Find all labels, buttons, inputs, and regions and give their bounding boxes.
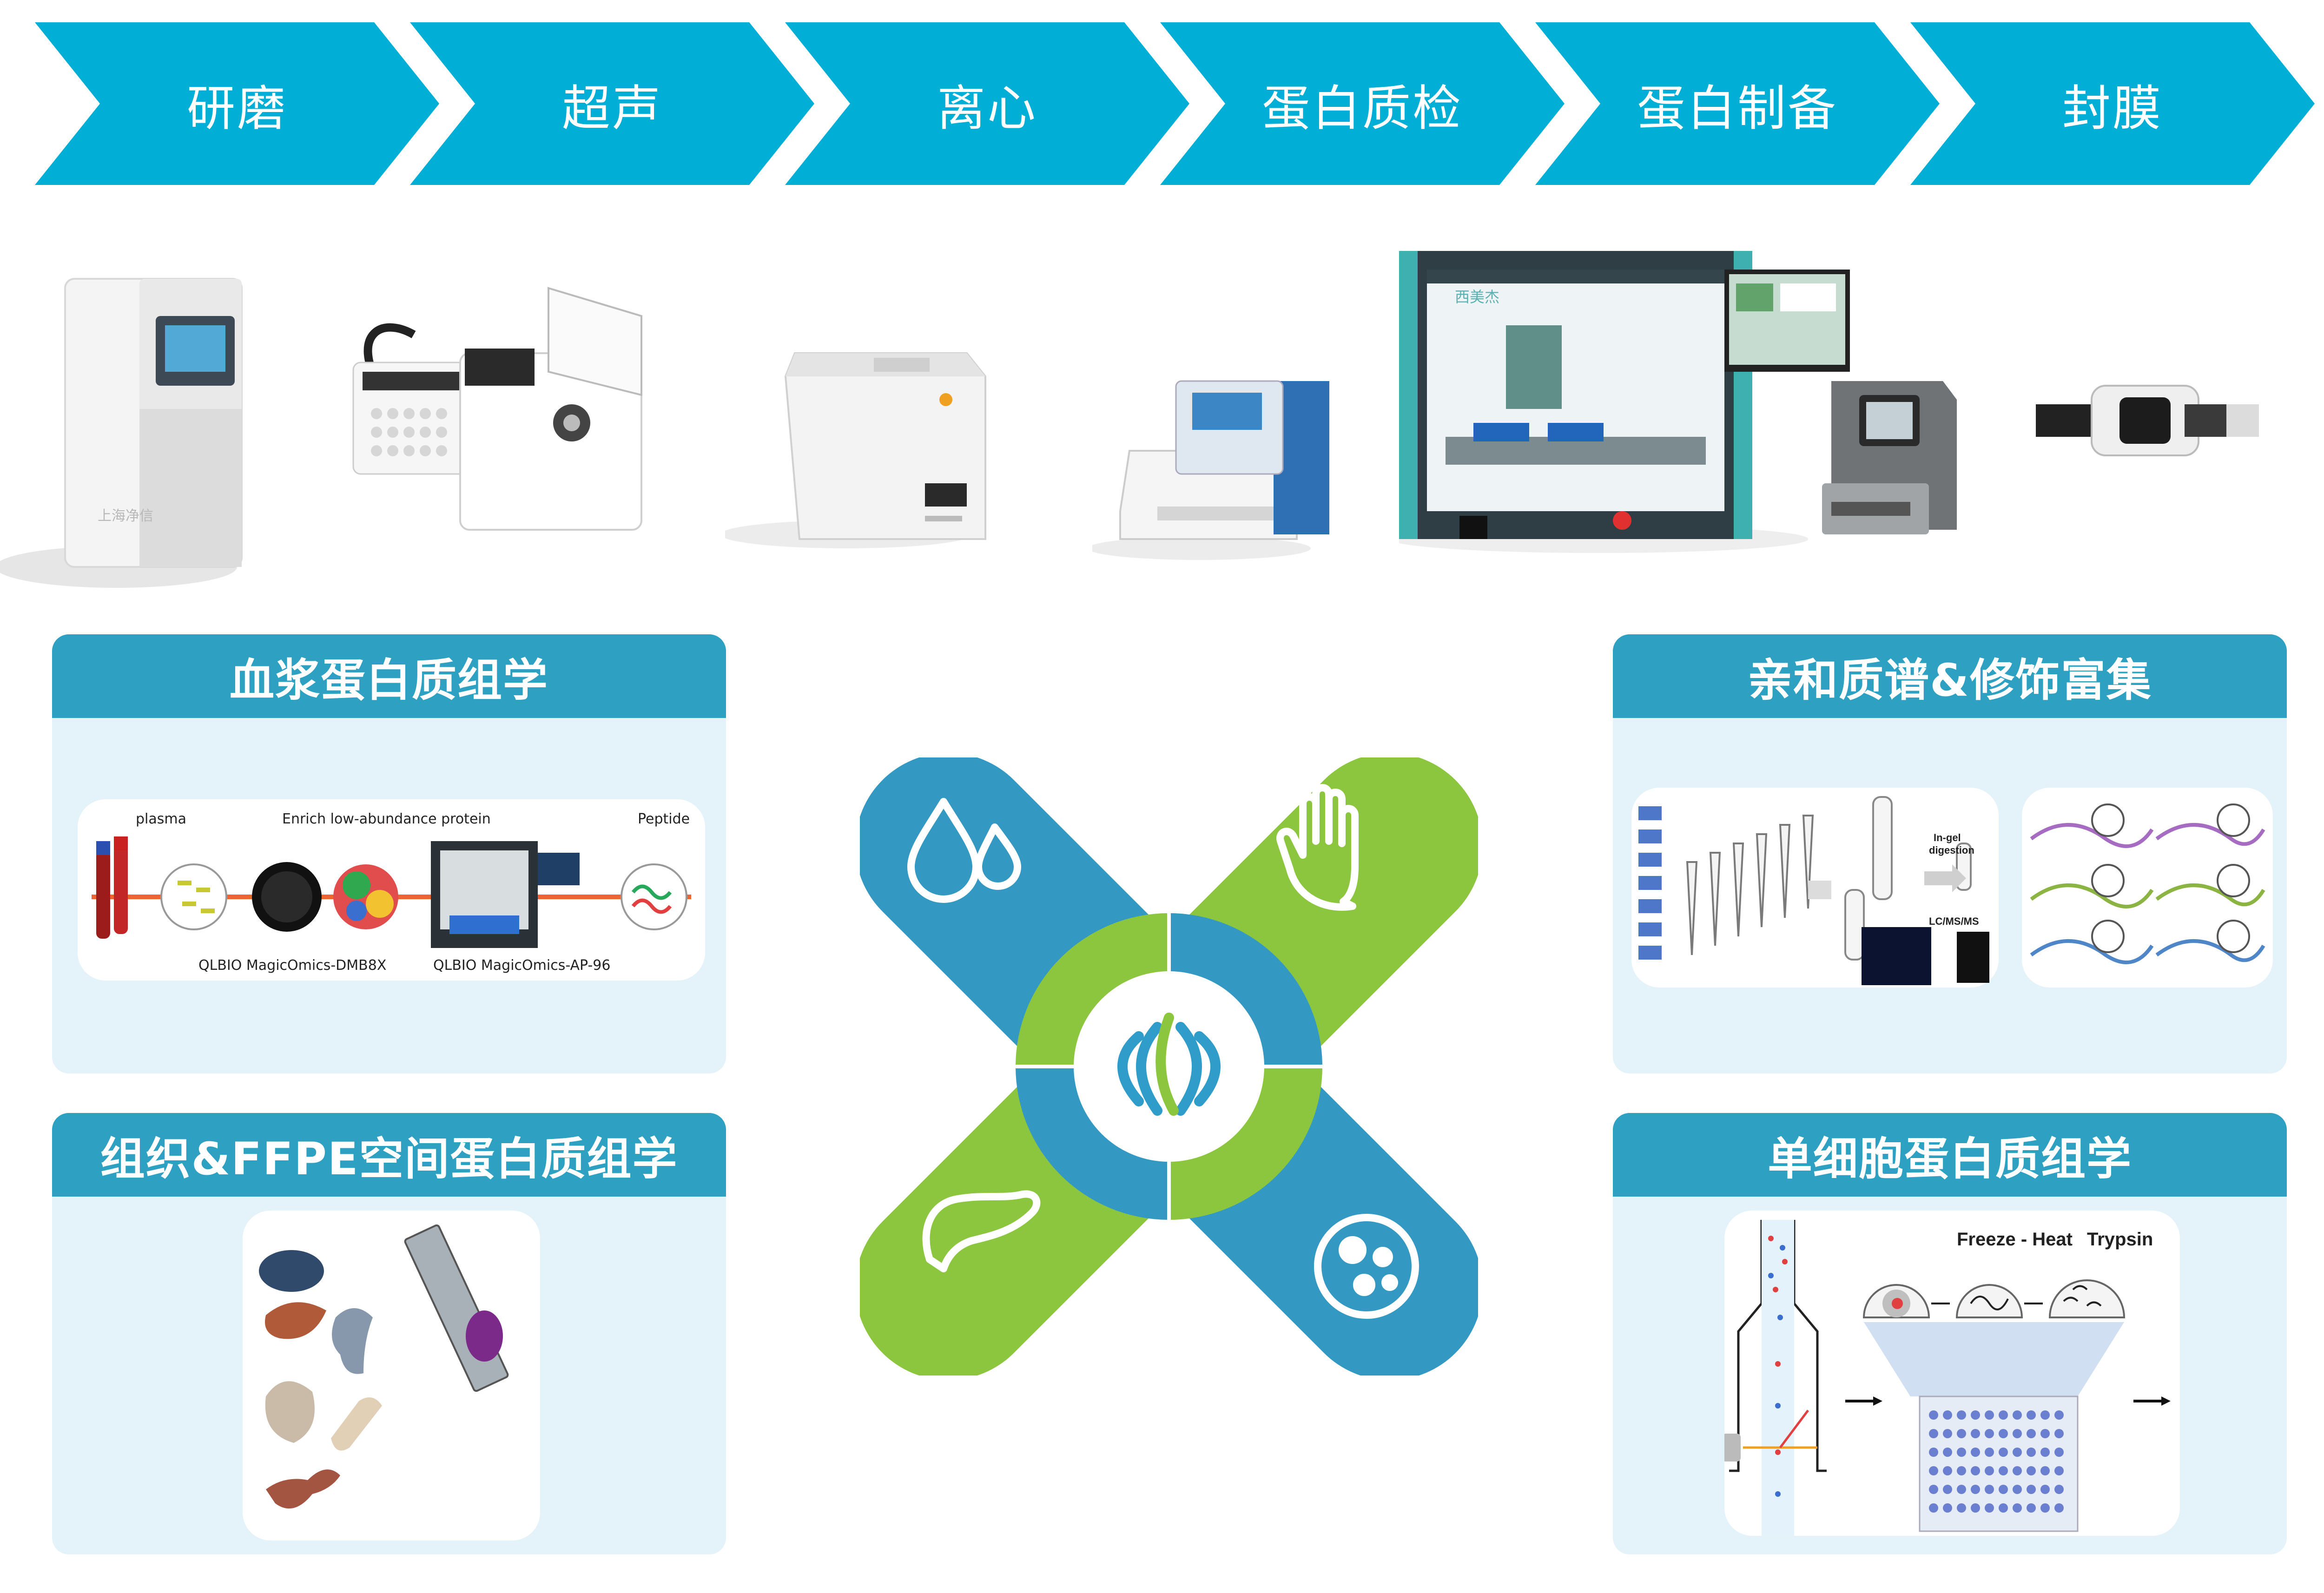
- liver-icon: [922, 1190, 1041, 1272]
- logo-icon: [1117, 1013, 1221, 1116]
- ultrasound-instrument-image: [325, 279, 660, 541]
- bone-icon: [332, 1308, 373, 1374]
- step-label: 离心: [937, 79, 1037, 137]
- step-label: 蛋白制备: [1637, 79, 1838, 137]
- peptide-label: Peptide: [638, 811, 690, 827]
- grinder-instrument-image: 上海净信: [0, 270, 270, 597]
- tissue-ffpe-card: 组织&FFPE空间蛋白质组学: [52, 1113, 726, 1554]
- in-gel-label: In-gel: [1934, 832, 1961, 843]
- enrich-label: Enrich low-abundance protein: [282, 811, 491, 827]
- modification-graphic: [2030, 803, 2265, 964]
- drops-icon: [907, 798, 1021, 903]
- hand-icon: [1276, 784, 1359, 911]
- workflow-step-ultrasound: 超声: [410, 22, 814, 185]
- brain-icon: [259, 1250, 324, 1292]
- plasma-label: plasma: [136, 811, 186, 827]
- centrifuge-instrument-image: [720, 335, 1004, 560]
- digestion-label: digestion: [1929, 844, 1974, 856]
- card-title: 血浆蛋白质组学: [52, 634, 726, 718]
- cell-icon: [266, 1469, 340, 1509]
- lcms-label: LC/MS/MS: [1929, 915, 1979, 927]
- svg-text:上海净信: 上海净信: [98, 508, 153, 524]
- dmb-instrument-label: QLBIO MagicOmics-DMB8X: [198, 957, 387, 974]
- muscle-icon: [331, 1397, 382, 1451]
- slide-icon: [404, 1224, 509, 1392]
- tissue-graphic: [259, 1224, 509, 1509]
- affinity-workflow-graphic: [1638, 796, 1989, 985]
- step-label: 蛋白质检: [1261, 79, 1463, 137]
- plasma-workflow-panel: plasma Enrich low-abundance protein Pept…: [78, 799, 705, 981]
- center-x-graphic: [855, 753, 1483, 1380]
- workflow-step-grinding: 研磨: [35, 22, 439, 185]
- card-title: 单细胞蛋白质组学: [1613, 1113, 2287, 1197]
- modification-panel: [2022, 788, 2273, 987]
- workflow-step-protein-prep: 蛋白制备: [1535, 22, 1940, 185]
- small-instrument-image: [1803, 362, 1971, 560]
- single-cell-card: 单细胞蛋白质组学: [1613, 1113, 2287, 1554]
- svg-text:西美杰: 西美杰: [1455, 288, 1499, 306]
- plasma-proteomics-card: 血浆蛋白质组学 plasma Enrich low-abundance prot…: [52, 634, 726, 1073]
- single-cell-panel: Freeze - Heat Trypsin: [1724, 1211, 2180, 1536]
- freeze-heat-label: Freeze - Heat: [1957, 1229, 2073, 1250]
- liver-icon: [265, 1302, 326, 1339]
- card-title: 亲和质谱&修饰富集: [1613, 634, 2287, 718]
- sealing-film-image: [2022, 372, 2273, 476]
- trypsin-label: Trypsin: [2087, 1229, 2153, 1250]
- plate-reader-instrument-image: [1088, 372, 1334, 569]
- workflow-step-centrifuge: 离心: [785, 22, 1189, 185]
- step-label: 超声: [561, 79, 662, 137]
- plasma-workflow-graphic: [92, 836, 691, 948]
- single-cell-graphic: [1724, 1220, 2171, 1536]
- cells-icon: [1314, 1214, 1419, 1319]
- heart-icon: [265, 1381, 315, 1443]
- affinity-ms-card: 亲和质谱&修饰富集 In-gel digestion LC/MS/MS: [1613, 634, 2287, 1073]
- step-label: 封膜: [2062, 79, 2163, 137]
- tissue-panel: [243, 1211, 540, 1540]
- ap-instrument-label: QLBIO MagicOmics-AP-96: [433, 957, 611, 974]
- liquid-handler-instrument-image: 西美杰: [1390, 232, 1855, 560]
- step-label: 研磨: [186, 79, 287, 137]
- workflow-step-protein-qc: 蛋白质检: [1160, 22, 1565, 185]
- affinity-workflow-panel: In-gel digestion LC/MS/MS: [1631, 788, 1999, 987]
- card-title: 组织&FFPE空间蛋白质组学: [52, 1113, 726, 1197]
- workflow-step-sealing: 封膜: [1910, 22, 2315, 185]
